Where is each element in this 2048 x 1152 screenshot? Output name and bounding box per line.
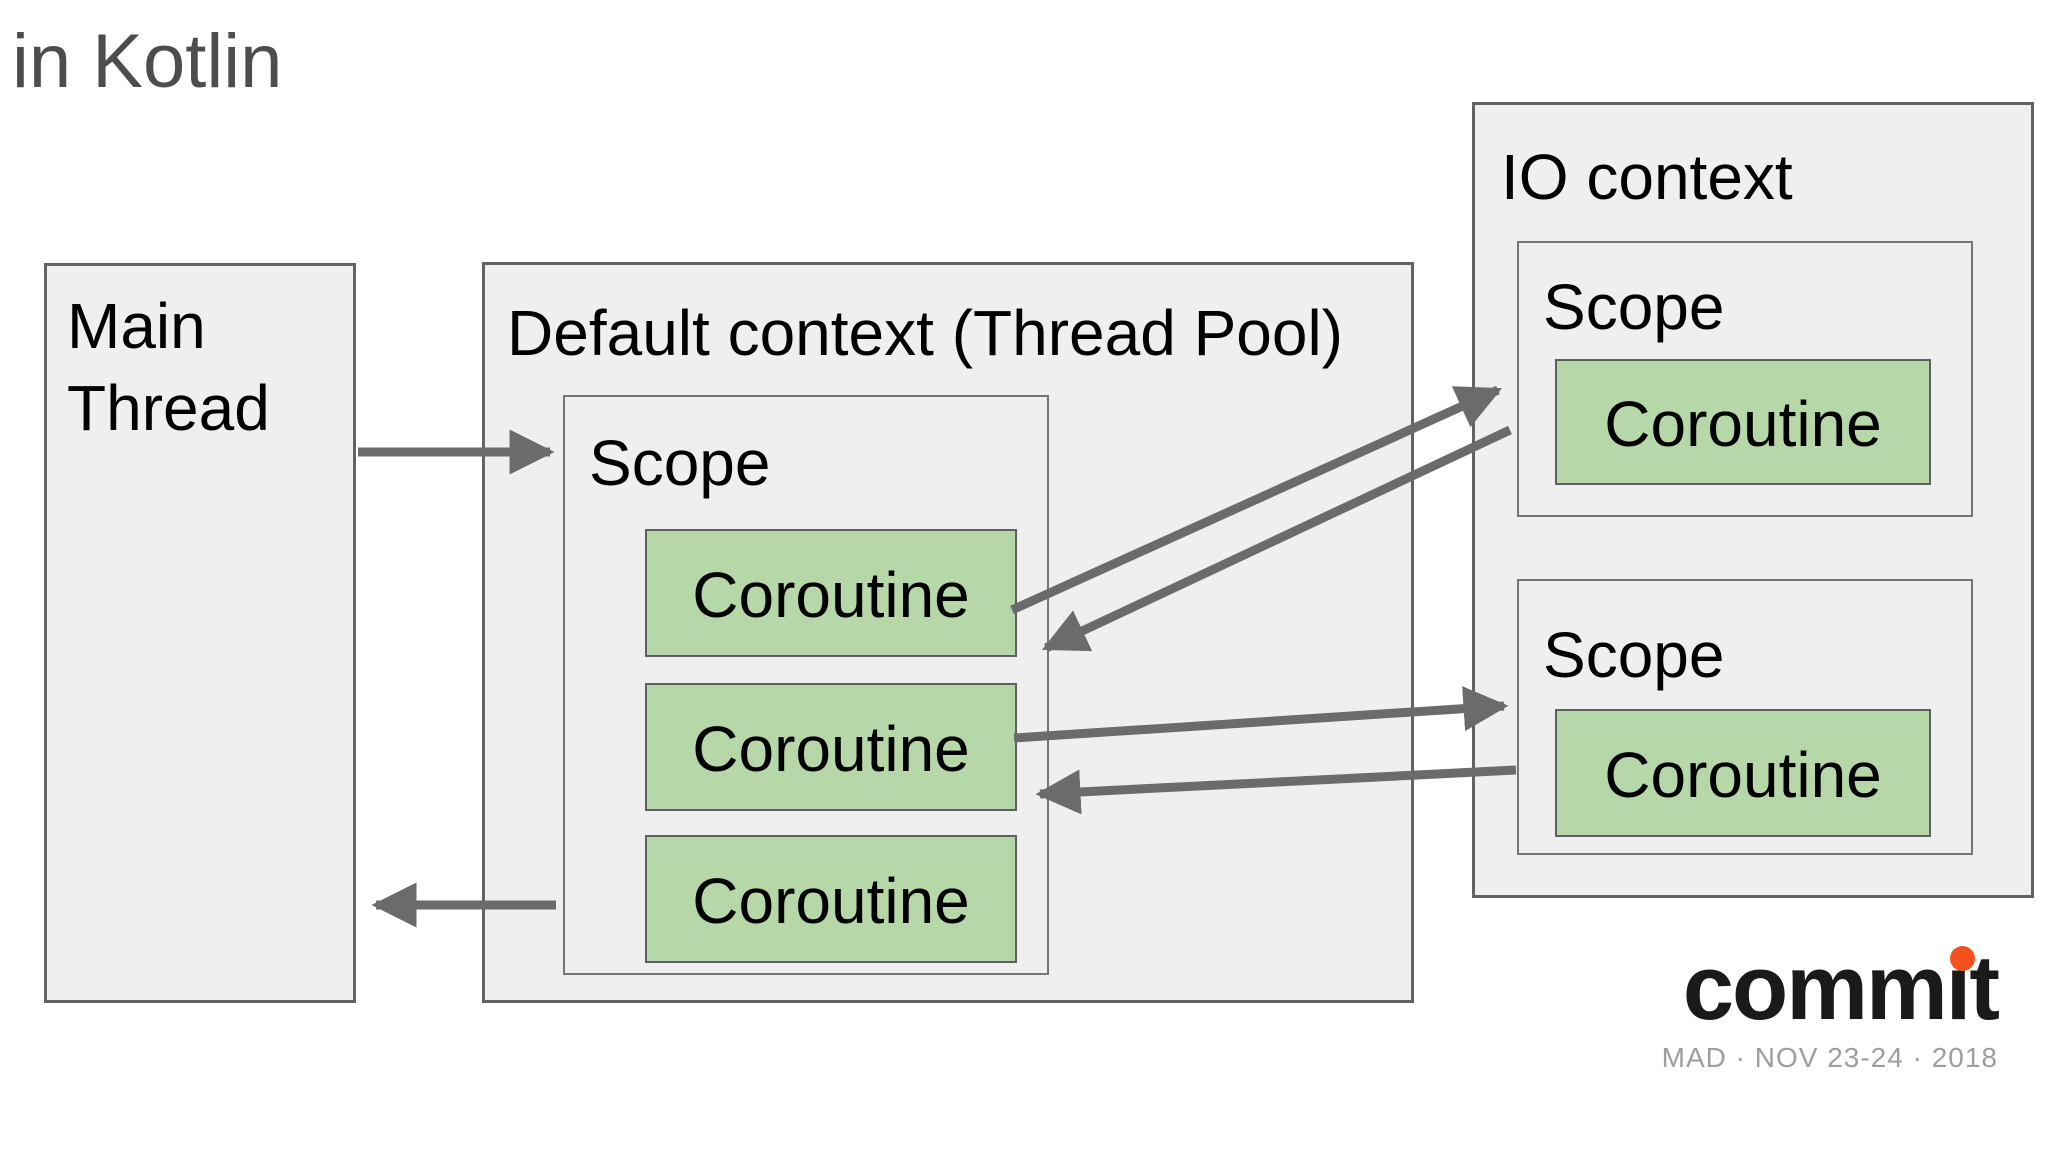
io-scope-label-2: Scope	[1543, 619, 1725, 691]
io-scope-box-2: Scope Coroutine	[1517, 579, 1973, 855]
io-coroutine-box-1: Coroutine	[1555, 359, 1931, 485]
default-coroutine-label-3: Coroutine	[692, 865, 970, 937]
default-context-label: Default context (Thread Pool)	[507, 297, 1343, 369]
default-scope-label: Scope	[589, 427, 771, 499]
main-thread-label: Main Thread	[67, 290, 270, 444]
commit-logo-wordmark: commit	[1683, 942, 2000, 1034]
default-context-box: Default context (Thread Pool) Scope Coro…	[482, 262, 1414, 1003]
commit-logo: commit MAD · NOV 23-24 · 2018	[1661, 942, 2000, 1074]
io-scope-label-1: Scope	[1543, 271, 1725, 343]
default-coroutine-label-2: Coroutine	[692, 713, 970, 785]
commit-logo-orange-dot-icon	[1950, 946, 1975, 971]
io-coroutine-label-2: Coroutine	[1604, 739, 1882, 811]
io-coroutine-label-1: Coroutine	[1604, 388, 1882, 460]
default-coroutine-box-2: Coroutine	[645, 683, 1017, 811]
default-coroutine-box-1: Coroutine	[645, 529, 1017, 657]
slide-title: in Kotlin	[12, 19, 283, 104]
default-scope-box: Scope Coroutine Coroutine Coroutine	[563, 395, 1049, 975]
main-thread-box: Main Thread	[44, 263, 356, 1003]
commit-logo-text: commit	[1682, 937, 2000, 1039]
io-context-label: IO context	[1501, 141, 1793, 213]
io-context-box: IO context Scope Coroutine Scope Corouti…	[1472, 102, 2034, 898]
io-scope-box-1: Scope Coroutine	[1517, 241, 1973, 517]
default-coroutine-box-3: Coroutine	[645, 835, 1017, 963]
default-coroutine-label-1: Coroutine	[692, 559, 970, 631]
commit-logo-event-line: MAD · NOV 23-24 · 2018	[1661, 1042, 1998, 1073]
io-coroutine-box-2: Coroutine	[1555, 709, 1931, 837]
